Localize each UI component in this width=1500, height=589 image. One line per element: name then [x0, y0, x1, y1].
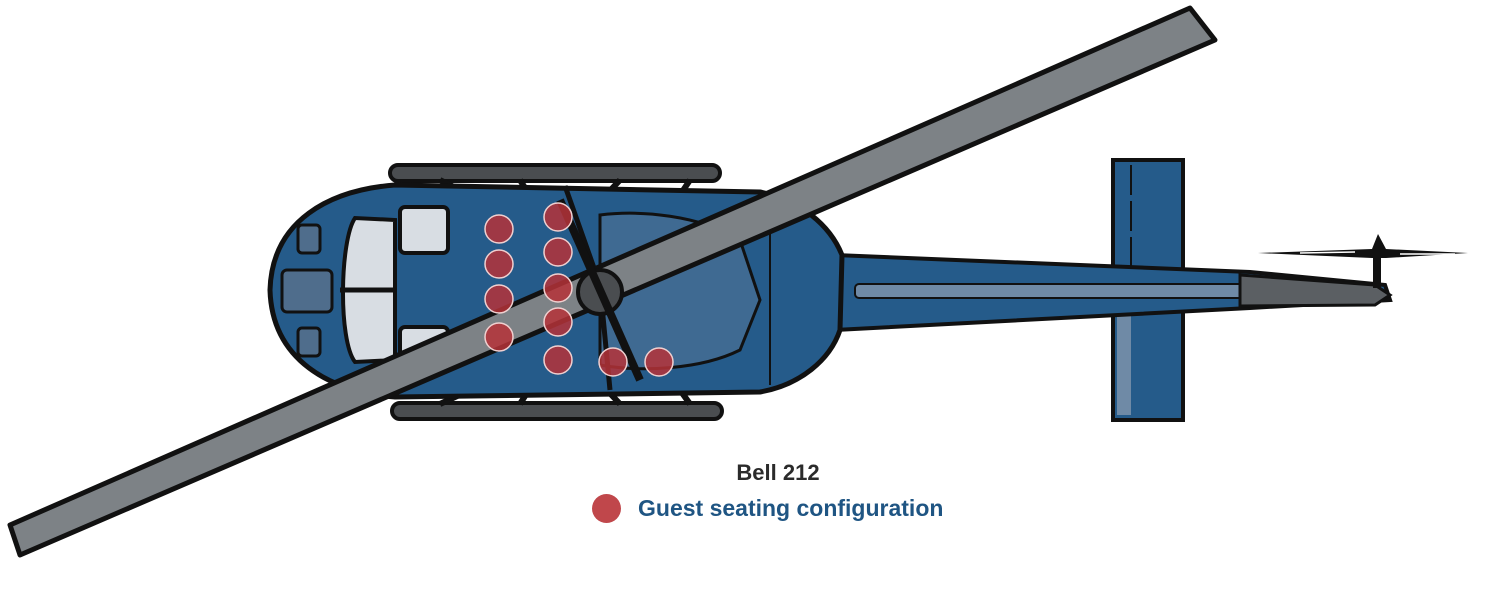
legend: Guest seating configuration	[592, 494, 943, 523]
tail-rotor	[1258, 234, 1468, 288]
seat-marker	[543, 345, 573, 375]
seat-marker	[644, 347, 674, 377]
landing-skids	[388, 163, 724, 421]
seat-marker	[543, 273, 573, 303]
seat-marker	[484, 322, 514, 352]
seat-marker	[543, 307, 573, 337]
seat-marker	[484, 214, 514, 244]
seat-marker	[543, 202, 573, 232]
seat-markers	[484, 202, 674, 377]
main-rotor	[7, 5, 1218, 558]
seat-marker	[543, 237, 573, 267]
seat-marker	[484, 249, 514, 279]
legend-seat-marker	[592, 494, 621, 523]
legend-label: Guest seating configuration	[638, 495, 944, 521]
seat-marker	[484, 284, 514, 314]
diagram-title: Bell 212	[736, 460, 820, 485]
seat-marker	[598, 347, 628, 377]
tail-boom	[833, 252, 1393, 333]
